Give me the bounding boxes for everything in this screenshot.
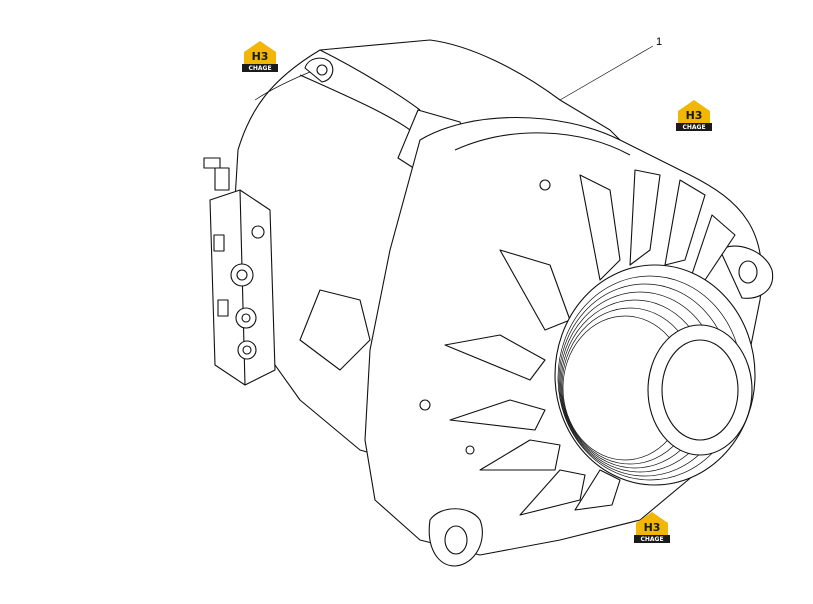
- cooling-fan: [444, 169, 736, 516]
- logo-house-shape: [678, 100, 710, 123]
- brand-watermark-logo: H3 CHAGE: [632, 509, 672, 543]
- terminal-nut-center: [241, 313, 251, 323]
- cover-hole: [539, 179, 551, 191]
- fan-blade: [574, 469, 621, 511]
- terminal-nuts: [230, 225, 265, 360]
- housing-edge: [254, 69, 316, 101]
- logo-band: [676, 123, 712, 131]
- terminal-tab: [217, 299, 229, 317]
- callout-leader-1: [559, 45, 654, 101]
- terminal-nut-center: [236, 269, 248, 281]
- logo-letters: H3: [686, 109, 703, 122]
- front-cover-rim: [454, 132, 631, 156]
- fan-blade: [664, 179, 706, 266]
- housing-top-seam: [299, 74, 411, 131]
- fan-blade: [629, 169, 661, 266]
- fan-blade: [579, 174, 621, 281]
- logo-band: [242, 64, 278, 72]
- terminal-stud: [203, 157, 221, 169]
- mounting-hole-bottom: [444, 525, 468, 555]
- pulley-bore: [661, 339, 739, 441]
- terminal-tab: [213, 234, 225, 252]
- terminal-screw: [251, 225, 265, 239]
- housing-top-seam: [319, 49, 421, 111]
- fan-blade: [444, 334, 546, 381]
- logo-letters: H3: [252, 50, 269, 63]
- logo-brand: CHAGE: [640, 536, 663, 543]
- fan-blade: [449, 399, 546, 431]
- terminal-nut-center: [242, 345, 252, 355]
- fan-blade: [519, 469, 586, 516]
- logo-house-shape: [636, 512, 668, 535]
- callout-label-1: 1: [656, 36, 663, 48]
- terminal-stud: [214, 167, 230, 191]
- fan-blade: [479, 439, 561, 471]
- brand-watermark-logo: H3 CHAGE: [674, 97, 714, 131]
- housing-bracket-lower: [299, 289, 371, 371]
- brand-watermark-logo: H3 CHAGE: [240, 38, 280, 72]
- logo-brand: CHAGE: [682, 124, 705, 131]
- logo-band: [634, 535, 670, 543]
- mounting-hole-right: [738, 260, 758, 284]
- logo-brand: CHAGE: [248, 65, 271, 72]
- logo-house-shape: [244, 41, 276, 64]
- cover-hole: [419, 399, 431, 411]
- mounting-hole-top: [316, 64, 328, 76]
- drive-pulley: [554, 264, 756, 486]
- cover-hole: [465, 445, 475, 455]
- logo-letters: H3: [644, 521, 661, 534]
